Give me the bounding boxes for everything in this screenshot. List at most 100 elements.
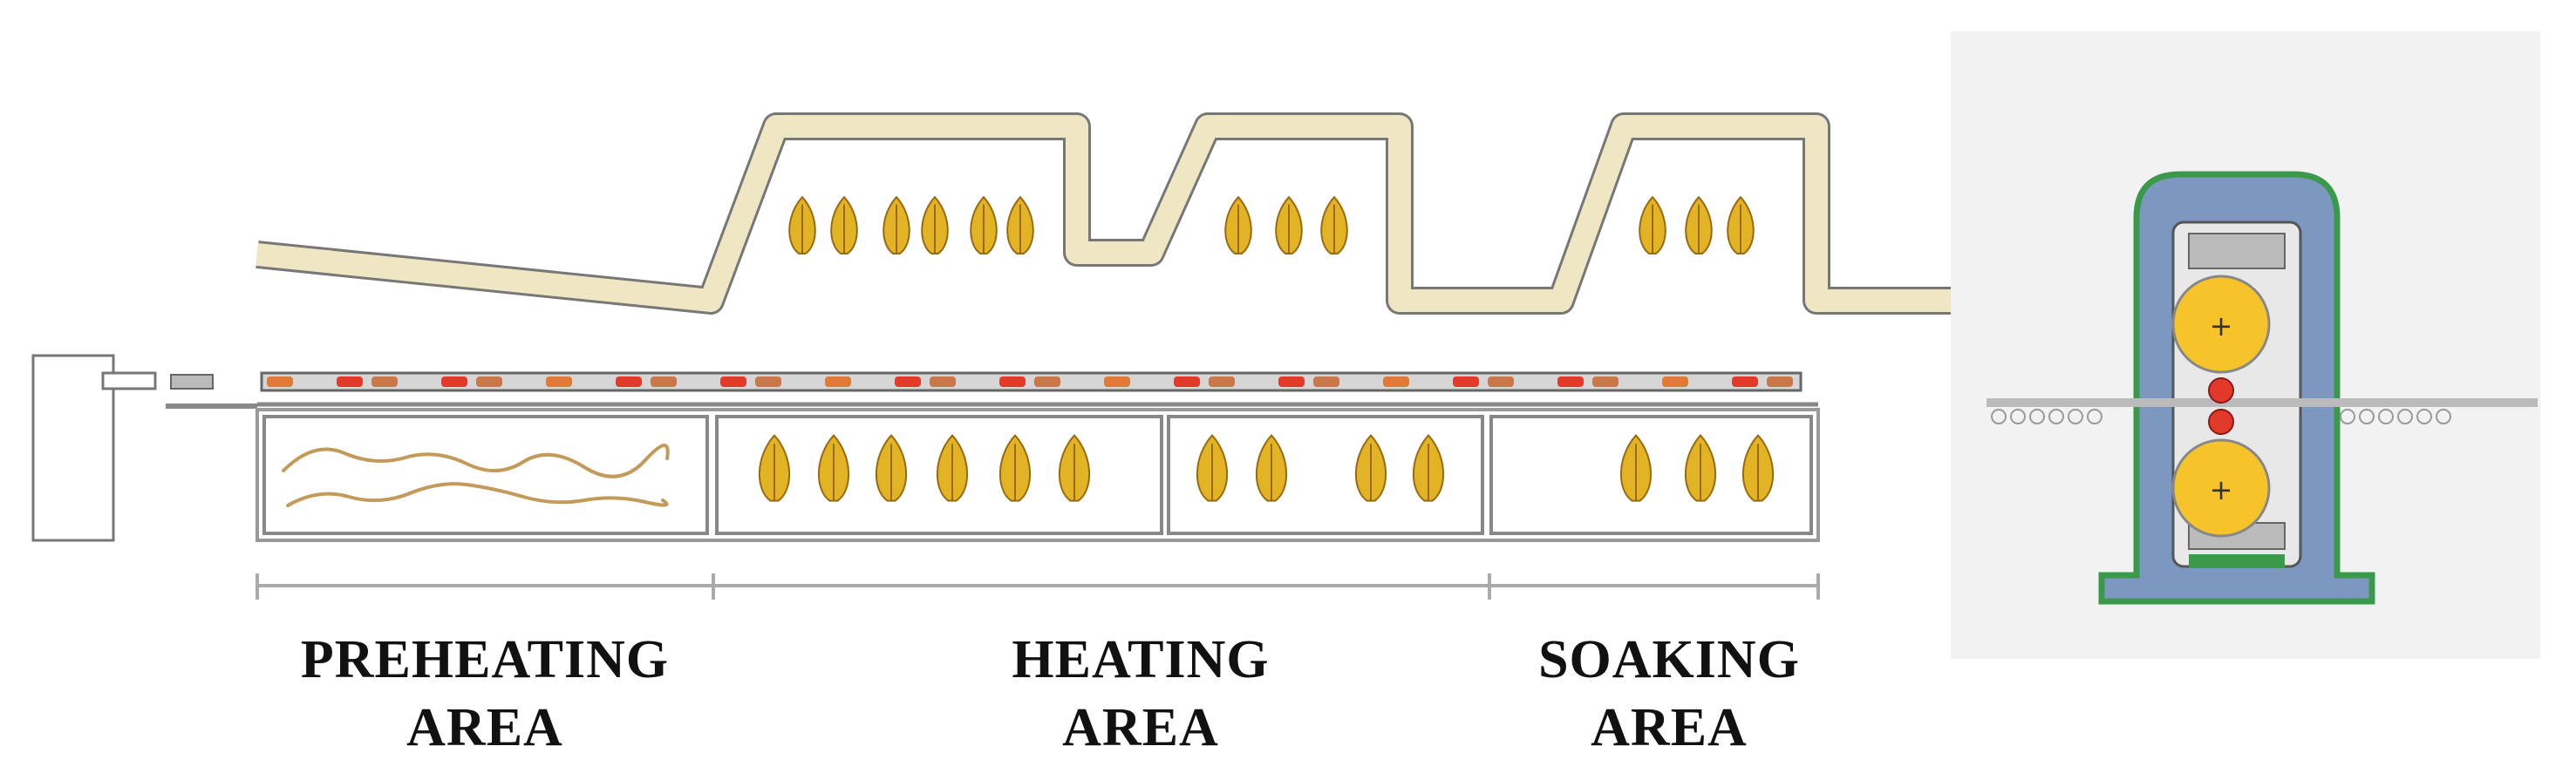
soaking-label-line2: AREA bbox=[1591, 698, 1748, 757]
flame-icon bbox=[1354, 434, 1387, 502]
soaking-label-line1: SOAKING bbox=[1538, 630, 1800, 689]
flame-icon bbox=[1196, 434, 1229, 502]
backup-roll-top-symbol: + bbox=[2210, 309, 2233, 343]
burner-segment bbox=[1557, 376, 1584, 387]
preheating-label-line1: PREHEATING bbox=[300, 630, 670, 689]
burner-segment bbox=[511, 376, 537, 387]
burner-flames bbox=[758, 195, 1775, 502]
table-roller bbox=[1991, 409, 2007, 424]
burner-segment bbox=[406, 376, 433, 387]
flame-icon bbox=[921, 195, 949, 254]
flame-icon bbox=[817, 434, 850, 502]
burner-segment bbox=[895, 376, 921, 387]
burner-segment bbox=[1348, 376, 1374, 387]
roller-table bbox=[1987, 398, 2538, 424]
table-roller bbox=[2416, 409, 2432, 424]
flue-channel bbox=[256, 112, 1953, 315]
flame-icon bbox=[1639, 195, 1666, 254]
flame-icon bbox=[1727, 195, 1755, 254]
burner-segment bbox=[930, 376, 956, 387]
burner-segment bbox=[302, 376, 328, 387]
backup-roll-bottom bbox=[2171, 438, 2271, 538]
furnace-body bbox=[256, 402, 1820, 542]
burner-segment bbox=[755, 376, 781, 387]
burner-segment bbox=[1313, 376, 1339, 387]
flame-icon bbox=[1058, 434, 1091, 502]
burner-segment bbox=[999, 376, 1026, 387]
burner-segment bbox=[1523, 376, 1549, 387]
table-roller bbox=[2068, 409, 2083, 424]
backup-roll-bottom-symbol: + bbox=[2210, 473, 2233, 506]
flame-icon bbox=[1224, 195, 1252, 254]
burner-segment bbox=[1627, 376, 1653, 387]
burner-segment bbox=[1104, 376, 1130, 387]
burner-segment bbox=[1278, 376, 1305, 387]
preheating-area-label: PREHEATING AREA bbox=[223, 626, 746, 762]
flame-icon bbox=[758, 434, 791, 502]
burner-segment bbox=[651, 376, 677, 387]
preheating-billets bbox=[282, 444, 670, 507]
burner-segment bbox=[1383, 376, 1409, 387]
burner-segment bbox=[790, 376, 816, 387]
backup-roll-top bbox=[2171, 275, 2271, 374]
burner-segment bbox=[685, 376, 712, 387]
table-roller bbox=[2010, 409, 2026, 424]
burner-segment bbox=[964, 376, 991, 387]
burner-segment bbox=[825, 376, 851, 387]
charging-machine bbox=[31, 354, 257, 542]
flame-icon bbox=[788, 195, 816, 254]
table-roller bbox=[2029, 409, 2045, 424]
flame-icon bbox=[883, 195, 910, 254]
flame-icon bbox=[1255, 434, 1288, 502]
flame-icon bbox=[1619, 434, 1653, 502]
burner-segment bbox=[371, 376, 398, 387]
burner-segment bbox=[1662, 376, 1688, 387]
table-roller bbox=[2378, 409, 2394, 424]
flame-icon bbox=[1412, 434, 1445, 502]
burner-strip bbox=[260, 371, 1803, 392]
table-roller bbox=[2359, 409, 2375, 424]
flame-icon bbox=[1684, 434, 1717, 502]
work-roll-bottom bbox=[2208, 409, 2234, 435]
burner-segment bbox=[1244, 376, 1270, 387]
heating-area-label: HEATING AREA bbox=[879, 626, 1402, 762]
flame-icon bbox=[875, 434, 908, 502]
burner-segment bbox=[1209, 376, 1235, 387]
burner-segment bbox=[1453, 376, 1479, 387]
flame-icon bbox=[1741, 434, 1775, 502]
flame-icon bbox=[970, 195, 998, 254]
burner-segment bbox=[441, 376, 467, 387]
flame-icon bbox=[936, 434, 969, 502]
burner-segment bbox=[337, 376, 363, 387]
flame-icon bbox=[1006, 195, 1034, 254]
flame-icon bbox=[998, 434, 1032, 502]
burner-segment bbox=[1034, 376, 1060, 387]
preheating-label-line2: AREA bbox=[406, 698, 563, 757]
flame-icon bbox=[1685, 195, 1713, 254]
burner-segment bbox=[1592, 376, 1619, 387]
soaking-area-label: SOAKING AREA bbox=[1407, 626, 1931, 762]
burner-segment bbox=[581, 376, 607, 387]
burner-segment bbox=[1697, 376, 1723, 387]
burner-segment bbox=[267, 376, 293, 387]
burner-segment bbox=[546, 376, 572, 387]
burner-segment bbox=[616, 376, 642, 387]
heating-label-line1: HEATING bbox=[1012, 630, 1270, 689]
table-roller bbox=[2397, 409, 2413, 424]
zone-dimension-lines bbox=[256, 573, 1820, 600]
heating-label-line2: AREA bbox=[1062, 698, 1219, 757]
burner-segment bbox=[1418, 376, 1444, 387]
preheating-chamber bbox=[262, 415, 709, 535]
flame-icon bbox=[830, 195, 858, 254]
burner-segment bbox=[1488, 376, 1514, 387]
table-roller bbox=[2048, 409, 2064, 424]
table-roller bbox=[2340, 409, 2355, 424]
burner-segment bbox=[860, 376, 886, 387]
burner-segment bbox=[1174, 376, 1200, 387]
work-roll-top bbox=[2208, 377, 2234, 404]
burner-segment bbox=[476, 376, 502, 387]
rolling-stand: + + bbox=[1951, 31, 2540, 659]
flame-icon bbox=[1275, 195, 1303, 254]
table-roller bbox=[2087, 409, 2102, 424]
